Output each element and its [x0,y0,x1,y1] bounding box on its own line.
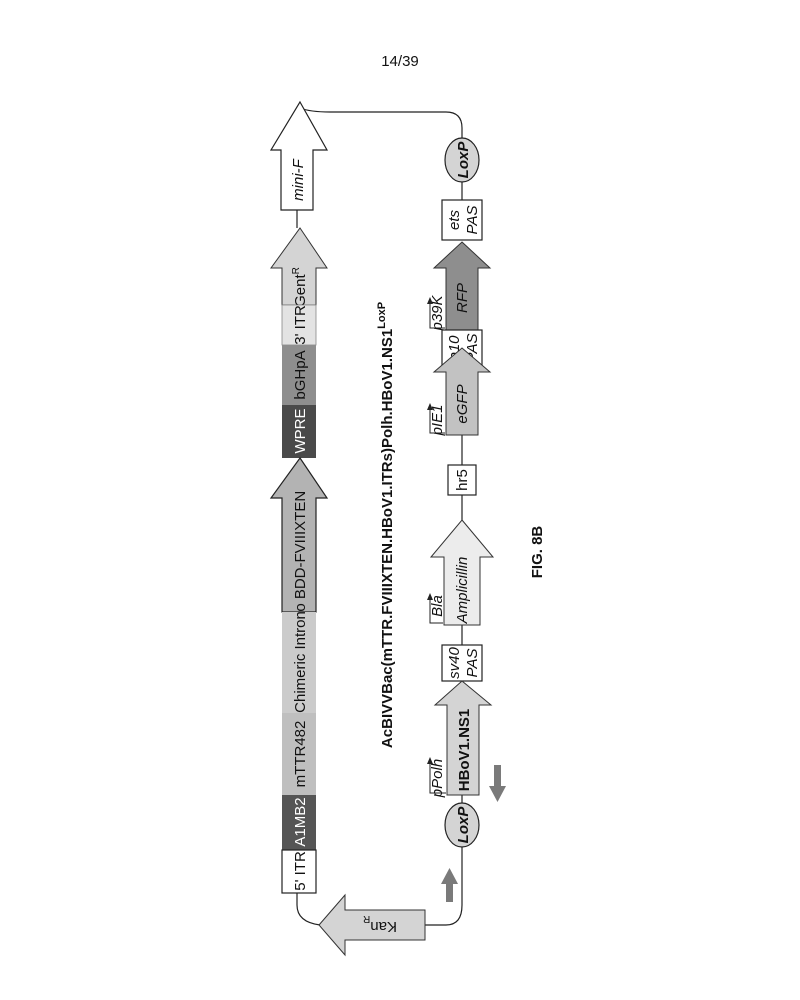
mttr482-segment: mTTR482 [282,713,316,795]
figure-label: FIG. 8B [529,526,546,579]
svg-text:sv40: sv40 [446,647,463,679]
svg-text:Amplicillin: Amplicillin [454,557,471,625]
loxp-site-bottom: LoxP [444,802,480,848]
svg-text:pPolh: pPolh [429,759,446,798]
svg-text:LoxP: LoxP [455,141,472,179]
orientation-arrow-up-icon [441,868,458,902]
loxp-site-top: LoxP [444,137,480,183]
bghpa-segment: bGHpA [282,345,316,405]
svg-text:hr5: hr5 [454,469,471,491]
svg-text:HBoV1.NS1: HBoV1.NS1 [456,709,473,792]
rfp-arrow: RFP [432,241,492,331]
hbov1-ns1-arrow: HBoV1.NS1 [433,680,493,796]
itr5-segment: 5' ITR [281,849,317,894]
svg-text:ets: ets [446,209,463,230]
mini-f-arrow: mini-F [269,100,329,211]
ampicillin-arrow: Amplicillin [429,519,495,626]
backbone-top [299,107,463,138]
svg-text:co BDD-FVIIIXTEN: co BDD-FVIIIXTEN [292,491,309,619]
hr5-box: hr5 [447,464,477,496]
svg-text:eGFP: eGFP [454,384,471,423]
svg-text:mTTR482: mTTR482 [292,721,309,788]
svg-text:RFP: RFP [454,283,471,313]
bla-promoter: Bla [427,593,446,624]
chimeric-intron-segment: Chimeric Intron [282,611,316,713]
backbone-bottom-right [425,847,463,926]
a1mb2-segment: A1MB2 [282,795,316,850]
wpre-segment: WPRE [282,405,316,458]
svg-text:3' ITR: 3' ITR [292,305,309,345]
svg-text:bGHpA: bGHpA [292,350,309,399]
page-number: 14/39 [381,53,419,70]
kanamycin-resistance-arrow: KanR [318,893,426,957]
fviii-arrow: co BDD-FVIIIXTEN [269,456,329,619]
svg-text:p39K: p39K [429,294,446,331]
sv40-pas-box: sv40 PAS [441,644,483,682]
ppolh-promoter: pPolh [427,757,446,798]
svg-text:GentR: GentR [291,267,309,307]
orientation-arrow-down-icon [489,765,506,802]
svg-text:mini-F: mini-F [290,158,307,200]
svg-text:KanR: KanR [363,913,397,935]
svg-text:Bla: Bla [429,595,446,617]
svg-text:5' ITR: 5' ITR [292,851,309,891]
pie1-promoter: pIE1 [427,403,446,436]
ets-pas-box: ets PAS [441,199,483,241]
svg-text:PAS: PAS [464,649,481,678]
svg-text:PAS: PAS [464,206,481,235]
p39k-promoter: p39K [427,294,446,332]
itr3-segment: 3' ITR [281,304,317,346]
svg-text:Chimeric Intron: Chimeric Intron [292,611,309,713]
backbone-bottom-left [296,893,321,926]
egfp-arrow: eGFP [432,347,492,436]
svg-text:pIE1: pIE1 [429,405,446,437]
svg-text:A1MB2: A1MB2 [292,797,309,846]
svg-text:WPRE: WPRE [292,409,309,454]
construct-title: AcBIVVBac(mTTR.FVIIIXTEN.HBoV1.ITRs)Polh… [376,302,396,748]
svg-text:LoxP: LoxP [455,806,472,844]
gentamicin-resistance-arrow: GentR [270,227,328,307]
